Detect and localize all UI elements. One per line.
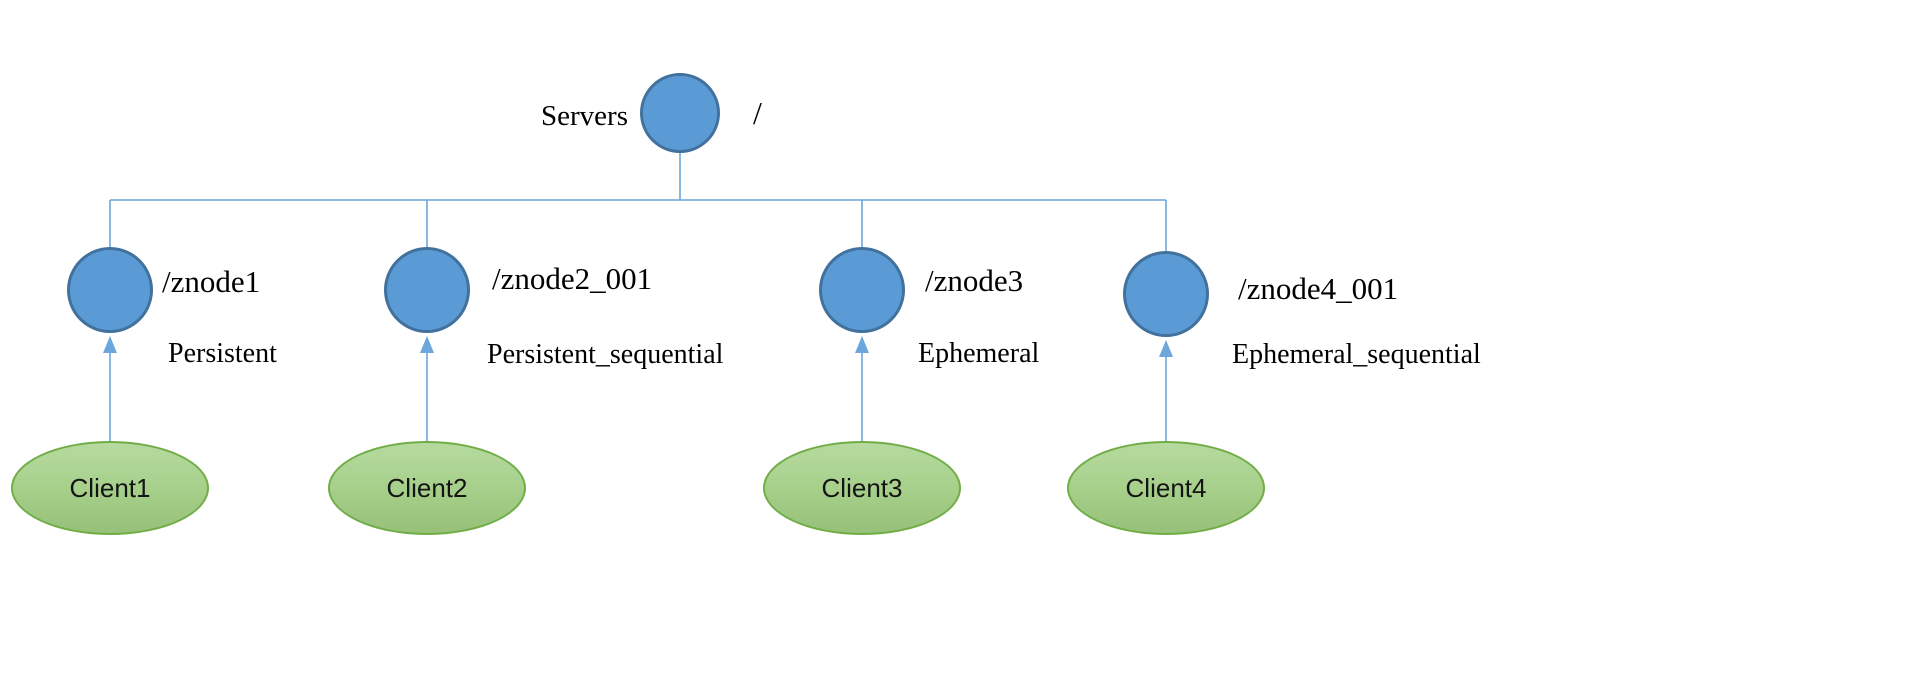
znode1-type-label: Persistent	[168, 338, 277, 369]
client3-ellipse: Client3	[763, 441, 961, 535]
client2-label: Client2	[386, 472, 468, 503]
znode4-circle	[1123, 251, 1209, 337]
client3-label: Client3	[821, 472, 903, 503]
client1-ellipse: Client1	[11, 441, 209, 535]
znode2-circle	[384, 247, 470, 333]
znode3-path-label: /znode3	[925, 263, 1024, 298]
root-path-label: /	[753, 95, 762, 131]
znode2-path-label: /znode2_001	[492, 261, 653, 296]
root-label: Servers	[541, 100, 628, 132]
znode1-path-label: /znode1	[162, 264, 261, 299]
arrow-head-client4	[1159, 340, 1173, 357]
root-node-circle	[640, 73, 720, 153]
client2-ellipse: Client2	[328, 441, 526, 535]
znode2-type-label: Persistent_sequential	[487, 339, 724, 370]
client1-label: Client1	[69, 472, 151, 503]
znode1-circle	[67, 247, 153, 333]
znode4-path-label: /znode4_001	[1238, 271, 1399, 306]
arrow-head-client1	[103, 336, 117, 353]
arrow-head-client2	[420, 336, 434, 353]
znode3-circle	[819, 247, 905, 333]
znode4-type-label: Ephemeral_sequential	[1232, 339, 1481, 370]
client4-ellipse: Client4	[1067, 441, 1265, 535]
arrow-head-client3	[855, 336, 869, 353]
znode3-type-label: Ephemeral	[918, 338, 1040, 369]
client4-label: Client4	[1125, 472, 1207, 503]
